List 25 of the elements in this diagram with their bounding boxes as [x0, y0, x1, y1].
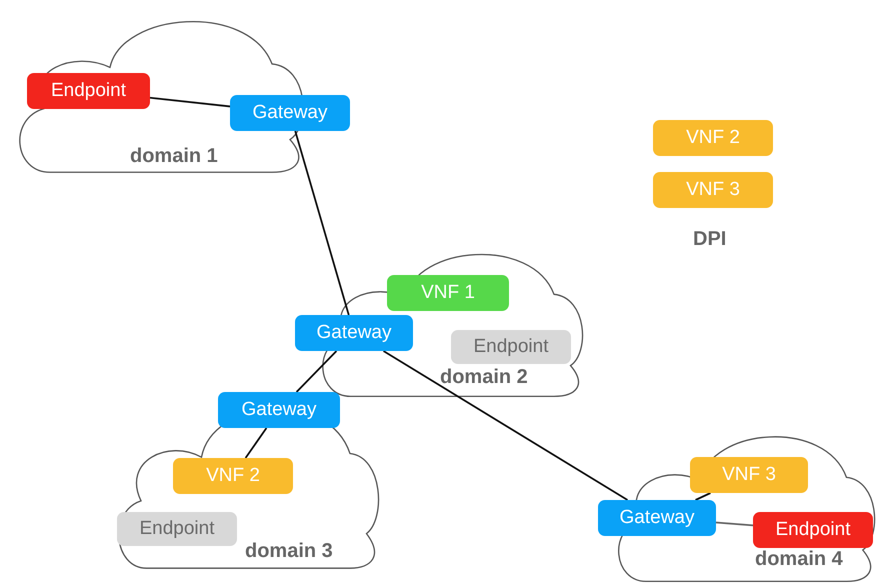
gateway-box: Gateway	[295, 315, 413, 351]
gateway-box: Gateway	[218, 392, 340, 428]
domain-label: domain 3	[245, 540, 333, 563]
endpoint-box: Endpoint	[27, 73, 150, 109]
connector-line	[244, 427, 268, 459]
group-label: DPI	[693, 228, 726, 251]
endpoint-box: Endpoint	[451, 330, 571, 364]
domain-label: domain 2	[440, 366, 528, 389]
vnf-box: VNF 3	[690, 457, 808, 493]
gateway-box: Gateway	[230, 95, 350, 131]
connector-line	[383, 350, 628, 501]
endpoint-box: Endpoint	[753, 512, 873, 548]
domain-label: domain 4	[755, 548, 843, 571]
vnf-box: VNF 2	[653, 120, 773, 156]
domain-label: domain 1	[130, 145, 218, 168]
connector-line	[150, 96, 230, 108]
connector-line	[294, 130, 350, 316]
gateway-box: Gateway	[598, 500, 716, 536]
connector-line	[716, 522, 754, 526]
vnf-box: VNF 1	[387, 275, 509, 311]
vnf-box: VNF 3	[653, 172, 773, 208]
connector-line	[296, 350, 338, 393]
vnf-box: VNF 2	[173, 458, 293, 494]
endpoint-box: Endpoint	[117, 512, 237, 546]
connector-line	[695, 492, 711, 501]
